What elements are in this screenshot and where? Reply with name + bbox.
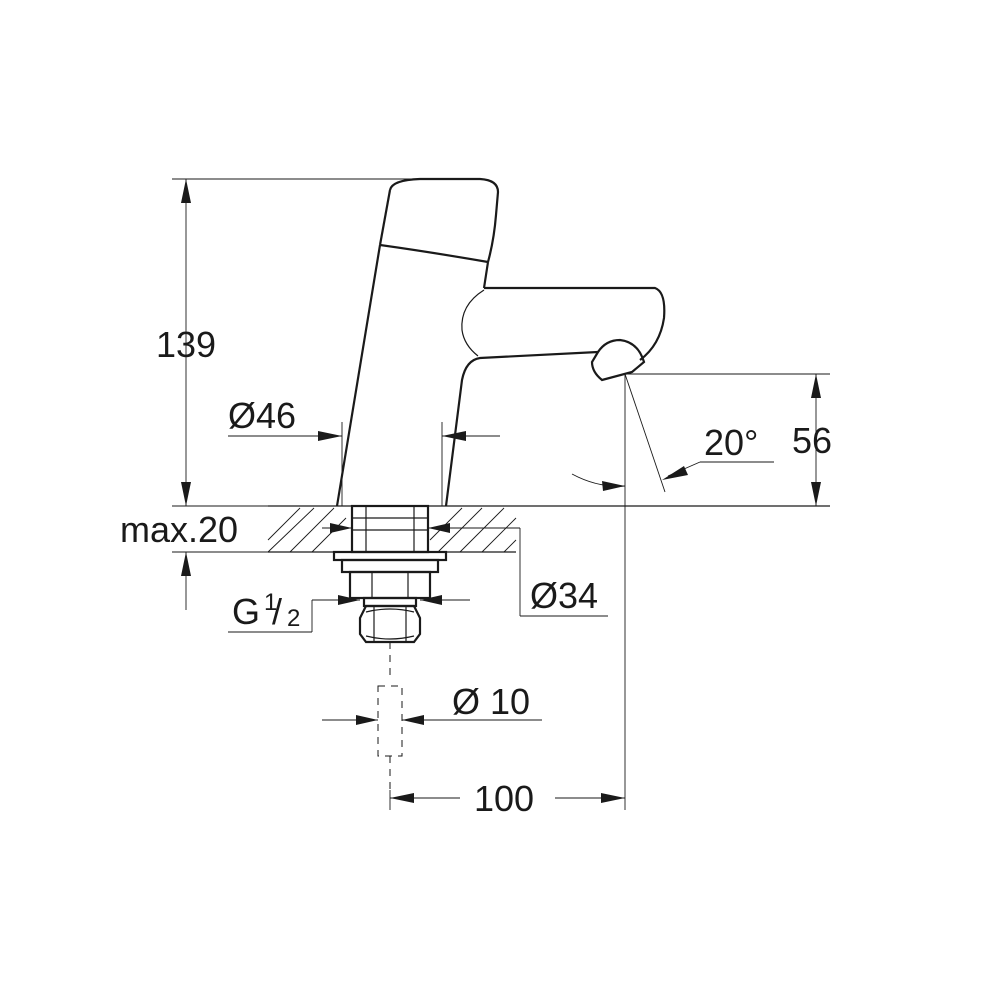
body-diameter-dimension: Ø46 [228, 395, 500, 506]
spout-height-label: 56 [792, 420, 832, 461]
thread-slash: / [272, 591, 282, 632]
max-depth-dimension: max.20 [120, 509, 268, 610]
max-depth-label: max.20 [120, 509, 238, 550]
shank-diameter-label: Ø34 [530, 575, 598, 616]
pipe-diameter-label: Ø 10 [452, 681, 530, 722]
angle-dimension: 20° [571, 373, 774, 493]
faucet-body [335, 177, 666, 507]
shank-diameter-dimension: Ø34 [322, 523, 608, 617]
spout-height-dimension: 56 [625, 373, 832, 506]
supply-pipe [377, 642, 403, 790]
projection-dimension: 100 [389, 374, 626, 819]
height-label: 139 [156, 324, 216, 365]
body-diameter-label: Ø46 [228, 395, 296, 436]
thread-dimension: G 1 / 2 [228, 589, 470, 633]
height-dimension: 139 [156, 178, 440, 507]
thread-numerator-label: 1 [264, 589, 277, 616]
projection-label: 100 [474, 778, 534, 819]
angle-label: 20° [704, 422, 758, 463]
pipe-diameter-dimension: Ø 10 [322, 681, 542, 725]
thread-prefix-label: G [232, 591, 260, 632]
thread-denominator-label: 2 [287, 605, 300, 632]
mounting-hardware [332, 504, 448, 644]
